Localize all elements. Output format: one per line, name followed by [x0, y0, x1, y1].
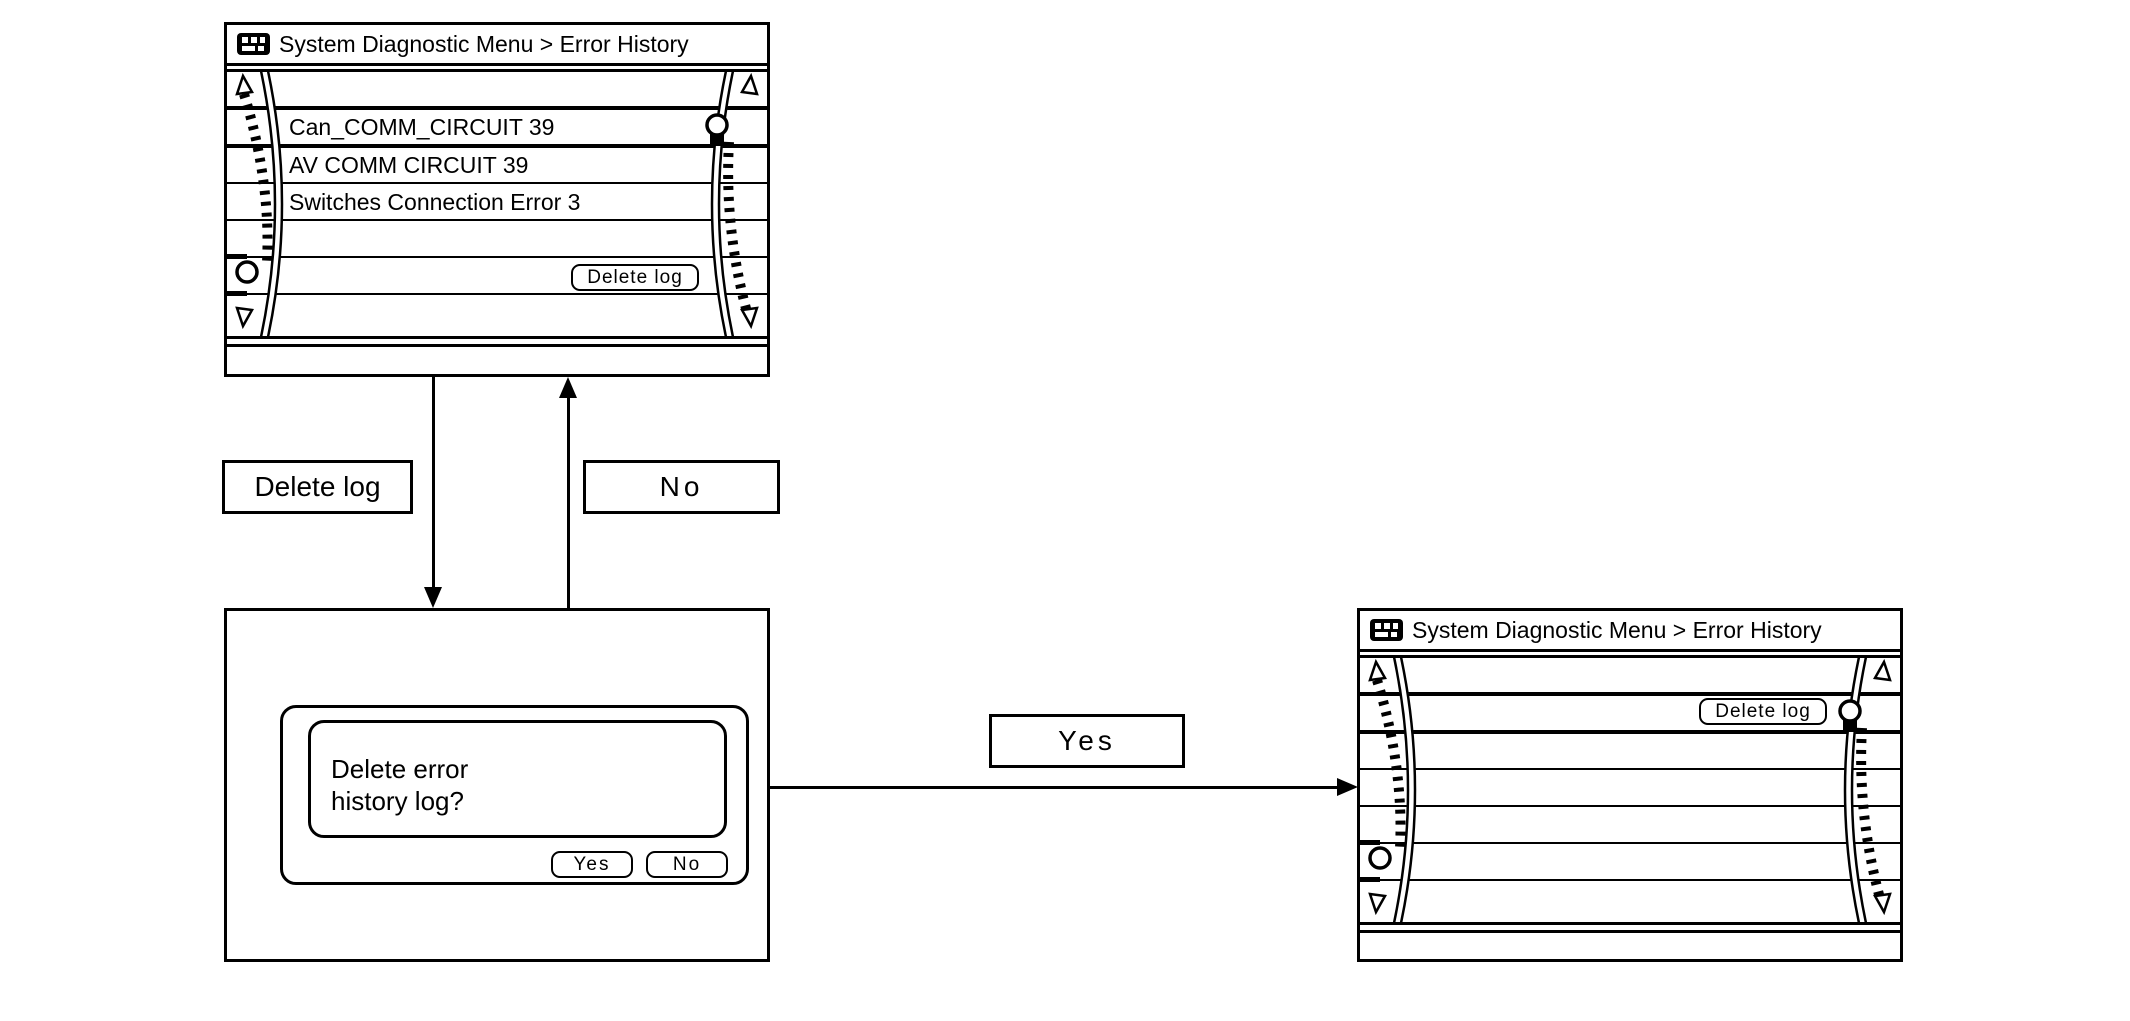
arrow-no-line: [566, 397, 570, 608]
triangle-down-icon: [1368, 892, 1387, 916]
dialog-no-button[interactable]: No: [646, 851, 728, 878]
dialog-box: Delete error history log? Yes No: [280, 705, 749, 885]
right-knob-circle: [1838, 699, 1862, 723]
triangle-up-icon: [1368, 658, 1387, 682]
row-divider: [227, 293, 767, 295]
page-title: System Diagnostic Menu > Error History: [1412, 617, 1822, 643]
triangle-down-icon: [235, 306, 254, 330]
head-unit-icon: [237, 33, 270, 55]
row-divider: [1360, 879, 1900, 881]
error-history-screen-before: System Diagnostic Menu > Error History C…: [224, 22, 770, 377]
arrow-no-head: [559, 377, 577, 398]
triangle-up-icon: [1873, 658, 1892, 682]
row-divider: [227, 182, 767, 184]
row-divider: [227, 256, 767, 258]
left-scroll-ticks: [1372, 678, 1406, 849]
list-item-error[interactable]: AV COMM CIRCUIT 39: [289, 152, 529, 178]
title-bar: System Diagnostic Menu > Error History: [1360, 611, 1900, 652]
right-scroll-ticks: [1856, 727, 1886, 904]
row-divider: [1360, 805, 1900, 807]
row-divider: [1360, 768, 1900, 770]
title-bar: System Diagnostic Menu > Error History: [227, 25, 767, 66]
head-unit-icon: [1370, 619, 1403, 641]
left-knob-circle: [1368, 846, 1392, 870]
title-separator: [227, 69, 767, 72]
transition-label-text: No: [659, 471, 704, 502]
transition-label-delete-log: Delete log: [222, 460, 413, 514]
row-divider: [1360, 842, 1900, 844]
confirm-dialog-screen: Delete error history log? Yes No: [224, 608, 770, 962]
list-item-error[interactable]: Can_COMM_CIRCUIT 39: [289, 114, 555, 140]
triangle-up-icon: [740, 72, 759, 96]
row-divider: [227, 106, 767, 110]
row-divider: [1360, 692, 1900, 696]
row-divider: [227, 219, 767, 221]
dialog-message: Delete error history log?: [331, 753, 468, 817]
dialog-yes-button[interactable]: Yes: [551, 851, 633, 878]
list-item-error[interactable]: Switches Connection Error 3: [289, 189, 581, 215]
delete-log-button[interactable]: Delete log: [1699, 698, 1827, 725]
page-title: System Diagnostic Menu > Error History: [279, 31, 689, 57]
transition-label-yes: Yes: [989, 714, 1185, 768]
transition-label-no: No: [583, 460, 780, 514]
title-separator: [1360, 655, 1900, 658]
arrow-delete-log-head: [424, 587, 442, 608]
dialog-message-box: Delete error history log?: [308, 720, 727, 838]
transition-label-text: Delete log: [254, 471, 381, 502]
triangle-down-icon: [740, 306, 759, 330]
row-divider: [227, 144, 767, 148]
dialog-message-line1: Delete error: [331, 754, 469, 784]
delete-log-button[interactable]: Delete log: [571, 264, 699, 291]
footer-separator: [1360, 930, 1900, 933]
transition-label-text: Yes: [1058, 725, 1116, 756]
arrow-yes-line: [770, 785, 1337, 789]
triangle-down-icon: [1873, 892, 1892, 916]
arrow-yes-head: [1337, 778, 1358, 796]
triangle-up-icon: [235, 72, 254, 96]
footer-separator: [227, 344, 767, 347]
row-divider: [1360, 730, 1900, 734]
arrow-delete-log-line: [431, 377, 435, 588]
dialog-message-line2: history log?: [331, 786, 464, 816]
left-knob-circle: [235, 260, 259, 284]
error-history-screen-after: System Diagnostic Menu > Error History D…: [1357, 608, 1903, 962]
error-list-area: Can_COMM_CIRCUIT 39 AV COMM CIRCUIT 39 S…: [227, 72, 767, 339]
error-list-area: Delete log: [1360, 658, 1900, 925]
